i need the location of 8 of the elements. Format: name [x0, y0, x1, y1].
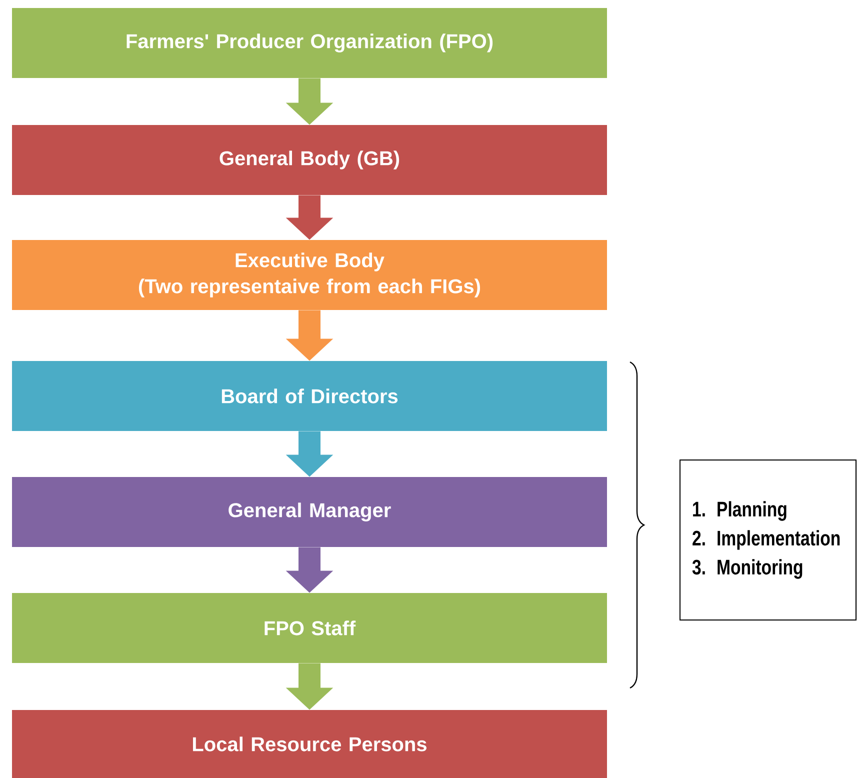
process-box: Executive Body (Two representaive from each FIGs) [12, 240, 607, 310]
process-box: General Body (GB) [12, 125, 607, 195]
list-box: 1. Planning 2. Implementation 3. Monitoring [680, 460, 856, 620]
process-box: Farmers' Producer Organization (FPO) [12, 8, 607, 78]
process-box: FPO Staff [12, 593, 607, 663]
process-box: Local Resource Persons [12, 710, 607, 778]
process-box: Board of Directors [12, 361, 607, 431]
process-box: General Manager [12, 477, 607, 547]
